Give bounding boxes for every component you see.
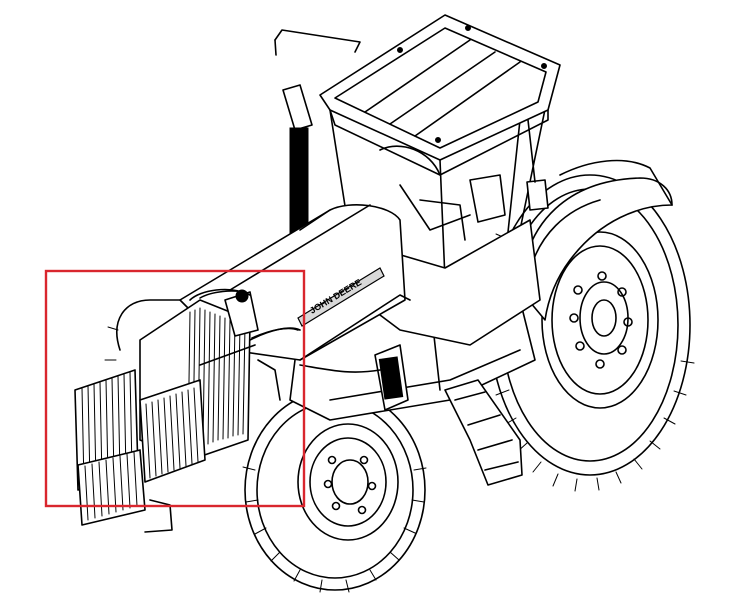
highlight-box [44, 269, 306, 508]
cooling-package [74, 288, 301, 533]
front-wheel [242, 389, 427, 593]
cab-steps [444, 379, 523, 486]
fuel-filter [299, 344, 409, 411]
cab [274, 14, 561, 346]
condenser-fins [145, 387, 199, 479]
